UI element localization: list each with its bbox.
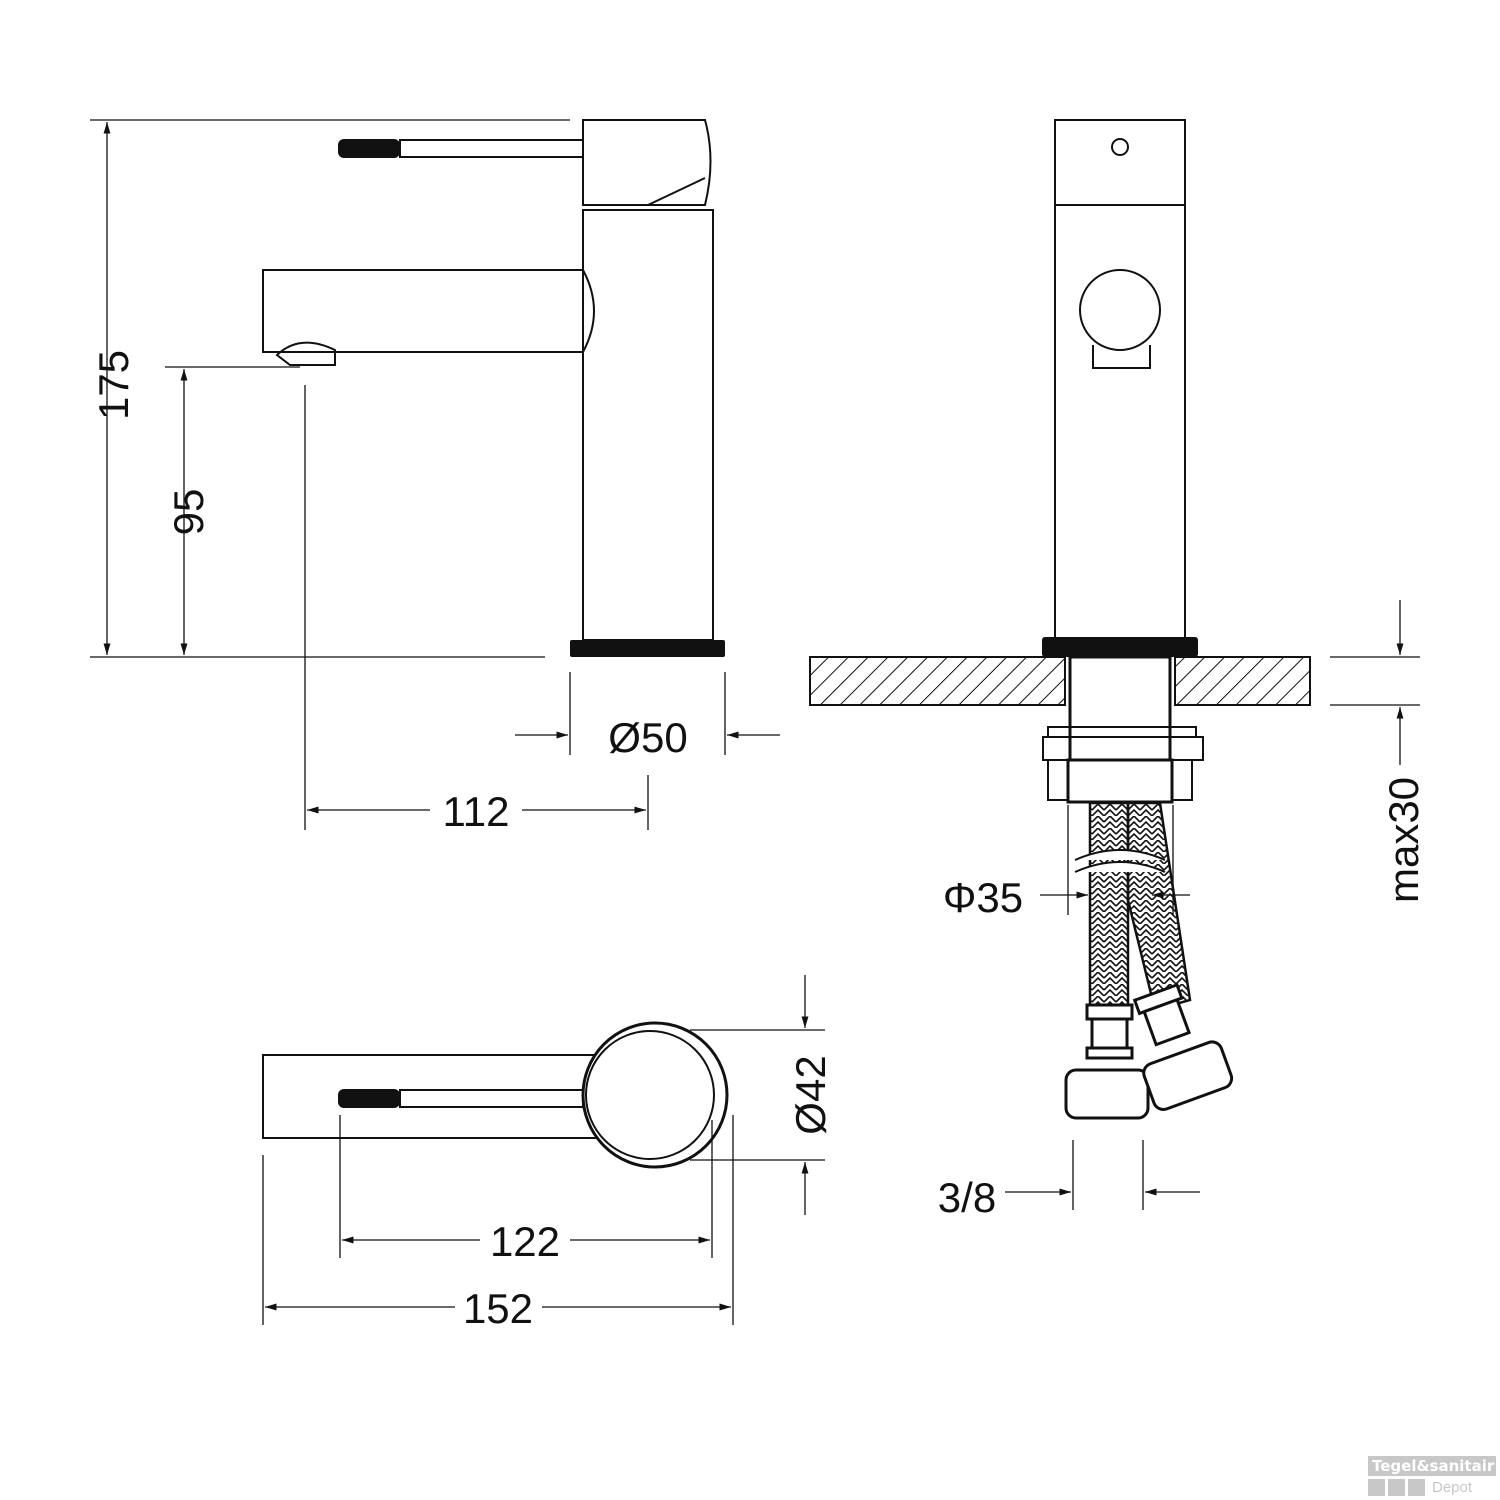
dim-max-thickness: max30 <box>1380 777 1427 903</box>
watermark-line1: Tegel&sanitair <box>1368 1456 1496 1476</box>
front-view: Φ35 max30 3/8 <box>809 119 1427 1221</box>
dim-hole-diameter: Φ35 <box>943 874 1023 921</box>
dim-overall-length: 152 <box>463 1285 533 1332</box>
dim-height-total: 175 <box>90 350 137 420</box>
watermark-logo: Tegel&sanitair Depot <box>1368 1456 1496 1496</box>
tile-icon <box>1408 1479 1425 1496</box>
dim-body-diameter: Ø42 <box>787 1055 834 1134</box>
dim-spout-reach: 112 <box>443 788 510 835</box>
drop-icon <box>1368 1479 1385 1496</box>
side-view: 175 95 112 Ø50 <box>90 119 780 835</box>
watermark-line2: Depot <box>1432 1479 1473 1496</box>
dim-base-diameter: Ø50 <box>608 714 687 761</box>
dim-connection: 3/8 <box>938 1174 996 1221</box>
dim-lever-length: 122 <box>490 1218 560 1265</box>
dim-spout-height: 95 <box>165 489 212 536</box>
tile-icon <box>1388 1479 1405 1496</box>
top-view: Ø42 122 152 <box>262 975 834 1332</box>
